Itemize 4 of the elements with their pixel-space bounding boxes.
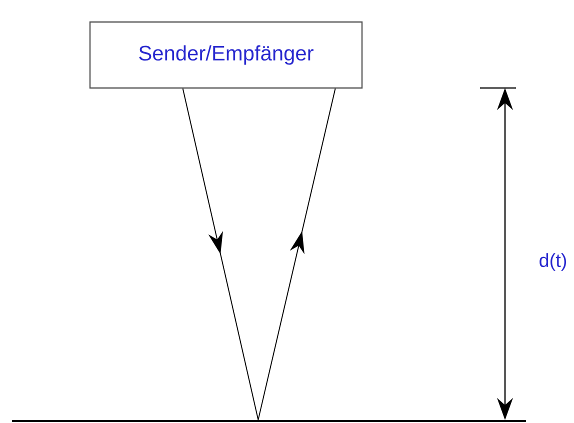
arrow [258, 88, 336, 420]
arrow [182, 88, 259, 420]
dimension-label: d(t) [540, 253, 566, 271]
device-box: Sender/Empfänger [89, 21, 363, 89]
